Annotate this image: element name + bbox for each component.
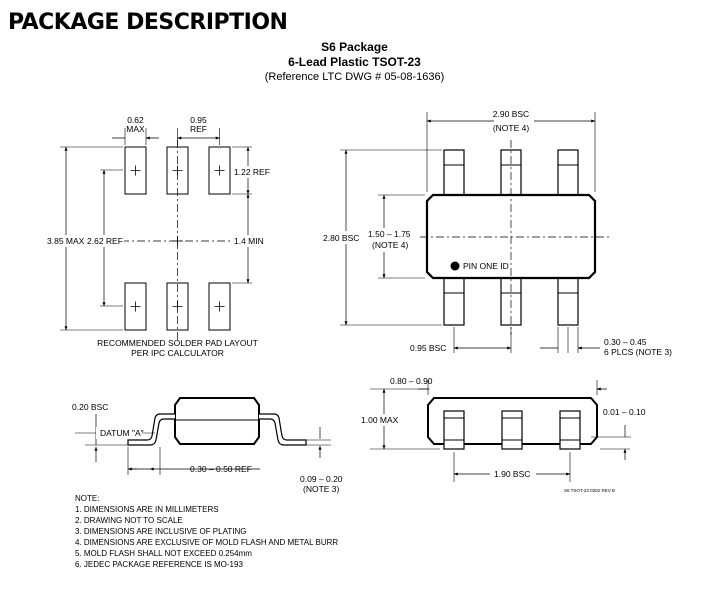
note-item: 2. DRAWING NOT TO SCALE bbox=[75, 516, 183, 525]
pad-width-label: 0.62 bbox=[127, 115, 144, 125]
top-width-note: (NOTE 4) bbox=[493, 123, 530, 133]
pad-pitch-label: 0.95 bbox=[190, 115, 207, 125]
pad-bottom-1 bbox=[124, 282, 147, 331]
page-header: PACKAGE DESCRIPTION bbox=[8, 10, 288, 35]
lead-bottom-3 bbox=[557, 277, 579, 326]
top-view bbox=[340, 112, 610, 353]
pad-gap-label: 1.4 MIN bbox=[234, 236, 264, 246]
pad-layout-caption-1: RECOMMENDED SOLDER PAD LAYOUT bbox=[97, 338, 258, 348]
pad-layout-caption-2: PER IPC CALCULATOR bbox=[131, 348, 224, 358]
pad-layout-view bbox=[60, 128, 252, 340]
pad-length-label: 1.22 REF bbox=[234, 167, 270, 177]
notes-title: NOTE: bbox=[75, 494, 100, 503]
standoff-label: 0.01 – 0.10 bbox=[603, 407, 646, 417]
note-item: 5. MOLD FLASH SHALL NOT EXCEED 0.254mm bbox=[75, 549, 252, 558]
note-item: 4. DIMENSIONS ARE EXCLUSIVE OF MOLD FLAS… bbox=[75, 538, 339, 547]
side-view bbox=[75, 397, 331, 475]
pad-width-sub-label: MAX bbox=[126, 124, 145, 134]
package-name: S6 Package bbox=[321, 40, 388, 54]
datum-label: DATUM "A" bbox=[100, 428, 144, 438]
top-width-label: 2.90 BSC bbox=[493, 109, 529, 119]
lead-top-1 bbox=[443, 149, 465, 196]
notes-block: NOTE: 1. DIMENSIONS ARE IN MILLIMETERS 2… bbox=[75, 493, 338, 570]
pin-one-label: PIN ONE ID bbox=[463, 261, 509, 271]
end-lead-1 bbox=[443, 410, 465, 450]
pad-pitch-sub-label: REF bbox=[190, 124, 207, 134]
pad-top-1 bbox=[124, 146, 147, 195]
pin-one-dot bbox=[450, 261, 460, 271]
pad-top-3 bbox=[208, 146, 231, 195]
pad-bottom-2 bbox=[166, 282, 189, 331]
package-reference: (Reference LTC DWG # 05-08-1636) bbox=[264, 71, 445, 83]
max-height-label: 1.00 MAX bbox=[361, 415, 399, 425]
body-width-note: (NOTE 4) bbox=[372, 240, 409, 250]
body-thickness-label: 0.80 – 0.90 bbox=[390, 376, 433, 386]
top-height-label: 2.80 BSC bbox=[323, 233, 359, 243]
package-title-block: S6 Package 6-Lead Plastic TSOT-23 (Refer… bbox=[0, 40, 709, 85]
drawing-id-label: S6 TSOT-23 0302 REV B bbox=[564, 488, 615, 493]
foot-length-label: 0.30 – 0.50 REF bbox=[190, 464, 252, 474]
body-width-label: 1.50 – 1.75 bbox=[368, 229, 411, 239]
clearance-note: (NOTE 3) bbox=[303, 484, 340, 494]
end-lead-3 bbox=[559, 410, 581, 450]
note-item: 6. JEDEC PACKAGE REFERENCE IS MO-193 bbox=[75, 560, 243, 569]
package-type: 6-Lead Plastic TSOT-23 bbox=[288, 55, 421, 69]
lead-span-label: 1.90 BSC bbox=[494, 469, 530, 479]
center-distance-label: 2.62 REF bbox=[87, 236, 123, 246]
lead-top-3 bbox=[557, 149, 579, 196]
end-view bbox=[370, 380, 631, 482]
overall-length-label: 3.85 MAX bbox=[47, 236, 85, 246]
package-body-side bbox=[174, 397, 260, 445]
lead-width-label: 0.30 – 0.45 bbox=[604, 337, 647, 347]
pad-bottom-3 bbox=[208, 282, 231, 331]
lead-width-note: 6 PLCS (NOTE 3) bbox=[604, 347, 672, 357]
lead-pitch-label: 0.95 BSC bbox=[410, 343, 446, 353]
note-item: 1. DIMENSIONS ARE IN MILLIMETERS bbox=[75, 505, 219, 514]
note-item: 3. DIMENSIONS ARE INCLUSIVE OF PLATING bbox=[75, 527, 247, 536]
end-lead-2 bbox=[501, 410, 523, 450]
clearance-label: 0.09 – 0.20 bbox=[300, 474, 343, 484]
lead-bottom-1 bbox=[443, 277, 465, 326]
lead-thickness-label: 0.20 BSC bbox=[72, 402, 108, 412]
